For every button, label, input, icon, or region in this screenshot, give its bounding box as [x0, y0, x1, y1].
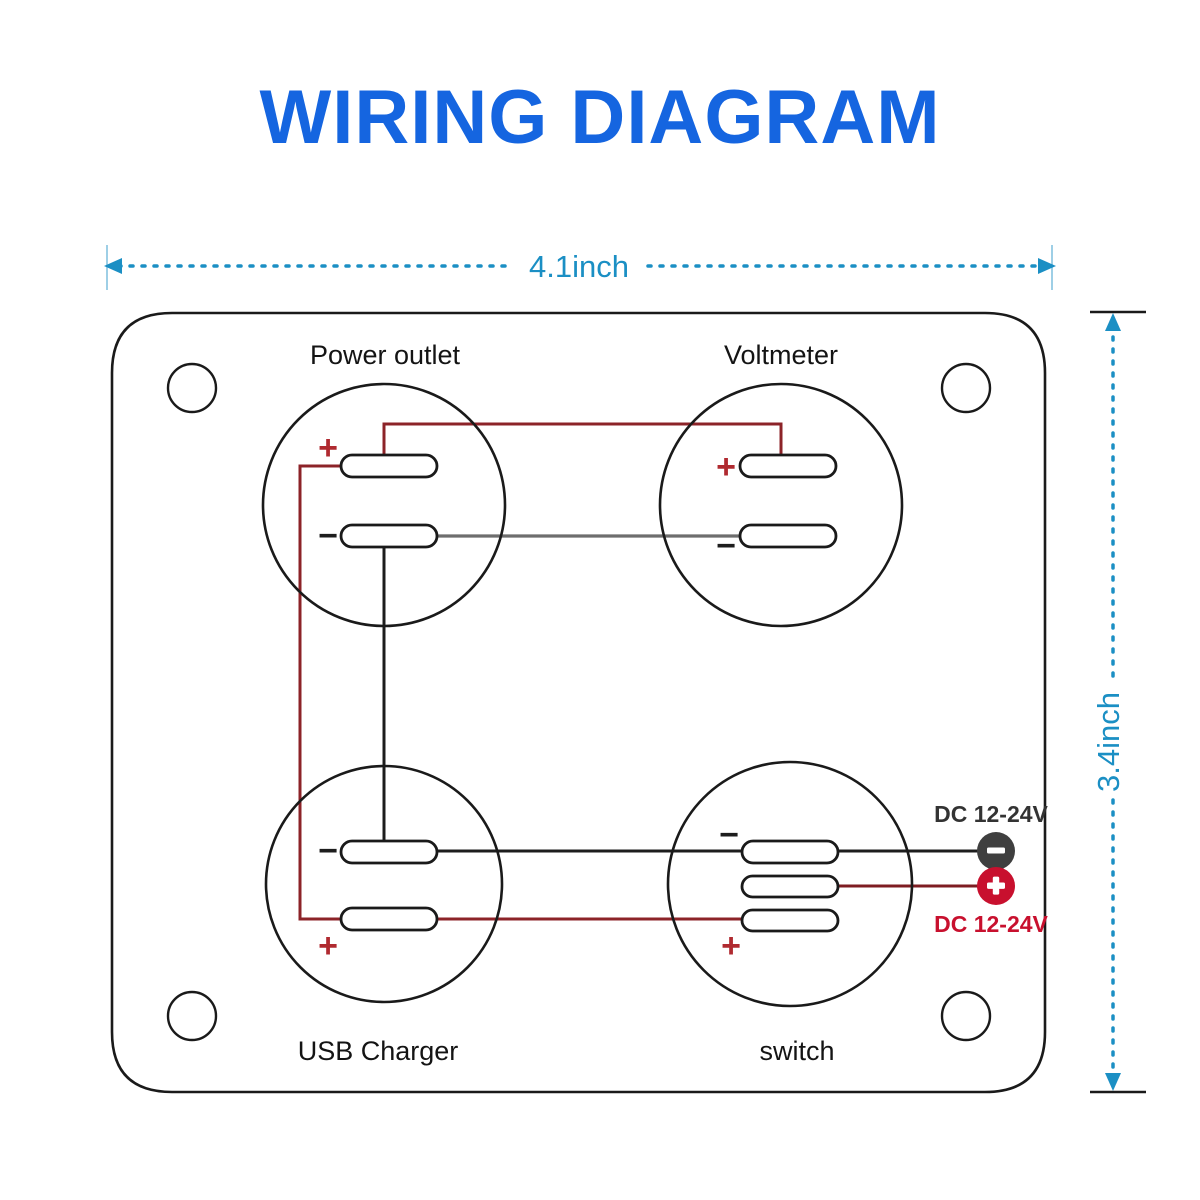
usb-charger-body[interactable]: [264, 764, 504, 1004]
mounting-hole-top-right: [940, 362, 992, 414]
polarity-label: +: [721, 927, 741, 965]
polarity-label: +: [318, 429, 338, 467]
terminal-pill: [740, 874, 840, 899]
mounting-hole-bottom-right: [940, 990, 992, 1042]
switch-terminal-middle: [740, 874, 840, 899]
wire-outlet-plus-to-usb-plus-rail: [298, 464, 741, 921]
polarity-label: +: [716, 448, 736, 486]
mounting-hole-bottom-left: [166, 990, 218, 1042]
dc-negative-label: DC 12-24V: [934, 801, 1048, 827]
power-outlet-label: Power outlet: [310, 340, 461, 370]
switch-body[interactable]: [666, 760, 914, 1008]
panel-body: [110, 311, 1047, 1094]
polarity-label: −: [716, 527, 736, 565]
usb-charger-terminal-minus: −: [318, 832, 439, 870]
dc-positive-terminal[interactable]: DC 12-24V: [934, 867, 1049, 937]
switch-terminal-plus: +: [721, 908, 840, 965]
voltmeter-body[interactable]: [658, 382, 904, 628]
mounting-hole-top-left: [166, 362, 218, 414]
switch-terminal-minus: −: [719, 816, 840, 865]
page-title: WIRING DIAGRAM: [259, 75, 940, 160]
terminal-pill: [740, 908, 840, 933]
height-dimension: 3.4inch: [1090, 310, 1146, 1094]
power-outlet-terminal-minus: −: [318, 517, 439, 555]
dc-positive-label: DC 12-24V: [934, 911, 1048, 937]
dc-positive-glyph-vertical-icon: [992, 876, 1000, 895]
terminal-pill: [738, 453, 838, 479]
wire-outlet-plus-to-voltmeter-plus: [382, 422, 783, 466]
switch-label: switch: [759, 1036, 834, 1066]
polarity-label: −: [318, 832, 338, 870]
dc-negative-glyph-icon: [987, 847, 1005, 854]
polarity-label: −: [719, 816, 739, 854]
power-outlet-terminal-plus: +: [318, 429, 439, 479]
width-dim-arrow-left-icon: [104, 258, 122, 274]
width-dimension-label: 4.1inch: [529, 249, 629, 284]
power-outlet-body[interactable]: [261, 382, 507, 628]
terminal-pill: [740, 839, 840, 865]
polarity-label: −: [318, 517, 338, 555]
component-switch[interactable]: − + switch: [666, 760, 914, 1066]
voltmeter-label: Voltmeter: [724, 340, 838, 370]
dc-negative-terminal[interactable]: DC 12-24V: [934, 801, 1049, 870]
terminal-pill: [339, 453, 439, 479]
height-dimension-label: 3.4inch: [1091, 692, 1126, 792]
voltmeter-terminal-plus: +: [716, 448, 838, 486]
terminal-pill: [339, 906, 439, 932]
height-dim-arrow-bottom-icon: [1105, 1073, 1121, 1091]
wiring-harness: [298, 422, 982, 921]
usb-charger-terminal-plus: +: [318, 906, 439, 965]
width-dim-arrow-right-icon: [1038, 258, 1056, 274]
terminal-pill: [339, 523, 439, 549]
polarity-label: +: [318, 927, 338, 965]
width-dimension: 4.1inch: [104, 245, 1056, 290]
height-dim-arrow-top-icon: [1105, 313, 1121, 331]
component-usb-charger[interactable]: − + USB Charger: [264, 764, 504, 1066]
terminal-pill: [339, 839, 439, 865]
terminal-pill: [738, 523, 838, 549]
usb-charger-label: USB Charger: [298, 1036, 459, 1066]
component-power-outlet[interactable]: + − Power outlet: [261, 340, 507, 628]
voltmeter-terminal-minus: −: [716, 523, 838, 565]
panel-outline: [110, 311, 1047, 1094]
component-voltmeter[interactable]: + − Voltmeter: [658, 340, 904, 628]
